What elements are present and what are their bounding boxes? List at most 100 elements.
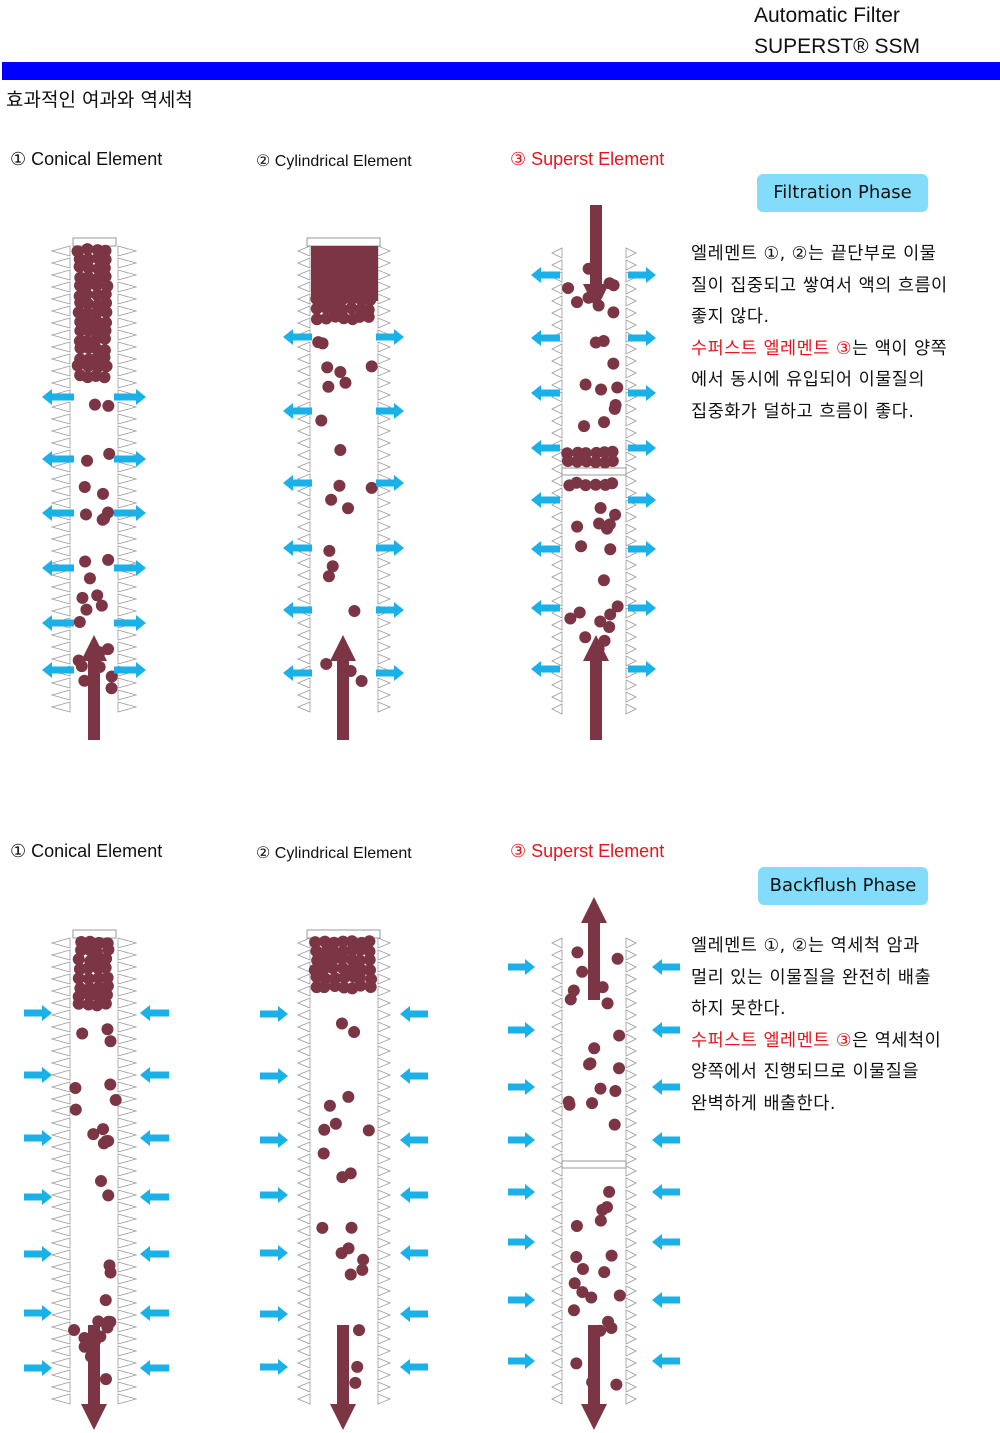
particle <box>562 1095 575 1108</box>
flow-arrow-icon <box>24 1305 52 1321</box>
flow-arrow-icon <box>508 1079 535 1095</box>
particle <box>322 570 335 583</box>
mesh-tooth <box>50 365 71 377</box>
mesh-tooth <box>625 535 637 547</box>
particle <box>87 1128 100 1141</box>
mesh-tooth <box>551 937 563 949</box>
mesh-tooth <box>377 1237 392 1249</box>
mesh-tooth <box>50 629 71 641</box>
mesh-tooth <box>117 341 138 353</box>
mesh-tooth <box>625 1189 637 1201</box>
mesh-tooth <box>625 1177 637 1189</box>
mesh-tooth <box>117 1345 138 1357</box>
mesh-tooth <box>377 949 392 961</box>
flow-arrow-icon <box>140 1005 169 1021</box>
mesh-tooth <box>50 1141 71 1153</box>
particle <box>92 972 105 985</box>
particle <box>570 1357 583 1370</box>
mesh-tooth <box>50 689 71 701</box>
mesh-tooth <box>551 1285 563 1297</box>
mesh-tooth <box>50 641 71 653</box>
particle <box>353 1324 366 1337</box>
flow-arrow-icon <box>140 1360 169 1376</box>
mesh-tooth <box>625 451 637 463</box>
mesh-tooth <box>296 1045 311 1057</box>
mesh-tooth <box>50 1189 71 1201</box>
mesh-tooth <box>50 1249 71 1261</box>
text-line: 집중화가 덜하고 흐름이 좋다. <box>691 401 915 422</box>
particle <box>571 946 584 959</box>
element-divider <box>561 467 627 476</box>
flow-direction-arrow-icon <box>583 205 609 310</box>
mesh-tooth <box>50 985 71 997</box>
particle <box>575 540 588 553</box>
flow-arrow-icon <box>400 1187 428 1203</box>
flow-arrow-icon <box>24 1067 52 1083</box>
mesh-tooth <box>117 533 138 545</box>
mesh-tooth <box>296 341 311 353</box>
mesh-tooth <box>50 1093 71 1105</box>
page-title: 효과적인 여과와 역세척 <box>6 89 193 111</box>
mesh-tooth <box>551 1117 563 1129</box>
mesh-tooth <box>117 629 138 641</box>
mesh-tooth <box>50 1369 71 1381</box>
mesh-tooth <box>625 559 637 571</box>
particle <box>607 279 620 292</box>
mesh-tooth <box>625 997 637 1009</box>
particle <box>597 574 610 587</box>
label-conical-element: ① Conical Element <box>10 149 163 169</box>
particle <box>607 357 620 370</box>
particle <box>611 381 624 394</box>
flow-arrow-icon <box>260 1132 288 1148</box>
particle <box>583 1058 596 1071</box>
mesh-tooth <box>50 1261 71 1273</box>
mesh-tooth <box>296 305 311 317</box>
particle <box>72 306 85 319</box>
flow-arrow-icon <box>260 1187 288 1203</box>
mesh-tooth <box>117 1201 138 1213</box>
particle <box>100 988 113 1001</box>
mesh-tooth <box>50 1153 71 1165</box>
mesh-tooth <box>50 569 71 581</box>
backflush-phase-badge: Backflush Phase <box>758 867 928 905</box>
mesh-tooth <box>625 355 637 367</box>
mesh-tooth <box>551 283 563 295</box>
mesh-tooth <box>50 461 71 473</box>
particle <box>606 445 619 458</box>
mesh-tooth <box>117 1009 138 1021</box>
mesh-tooth <box>296 485 311 497</box>
mesh-tooth <box>296 961 311 973</box>
mesh-tooth <box>625 1153 637 1165</box>
mesh-tooth <box>625 583 637 595</box>
mesh-tooth <box>625 403 637 415</box>
mesh-tooth <box>296 677 311 689</box>
mesh-tooth <box>296 353 311 365</box>
particle <box>334 365 347 378</box>
mesh-tooth <box>117 605 138 617</box>
mesh-tooth <box>117 949 138 961</box>
mesh-tooth <box>296 949 311 961</box>
mesh-tooth <box>296 1321 311 1333</box>
particle <box>89 333 102 346</box>
particle <box>362 310 375 323</box>
mesh-tooth <box>117 1021 138 1033</box>
particle <box>363 964 376 977</box>
mesh-tooth <box>117 985 138 997</box>
mesh-tooth <box>377 257 392 269</box>
mesh-tooth <box>117 257 138 269</box>
mesh-tooth <box>625 523 637 535</box>
mesh-tooth <box>377 1165 392 1177</box>
mesh-tooth <box>50 677 71 689</box>
mesh-tooth <box>551 379 563 391</box>
mesh-tooth <box>117 1333 138 1345</box>
mesh-tooth <box>296 1261 311 1273</box>
mesh-tooth <box>551 1357 563 1369</box>
particle <box>576 1286 589 1299</box>
conical-element-filtration <box>42 237 146 740</box>
mesh-tooth <box>296 1285 311 1297</box>
mesh-tooth <box>117 377 138 389</box>
particle <box>320 312 333 325</box>
mesh-tooth <box>50 949 71 961</box>
particle <box>78 1340 91 1353</box>
mesh-tooth <box>377 985 392 997</box>
